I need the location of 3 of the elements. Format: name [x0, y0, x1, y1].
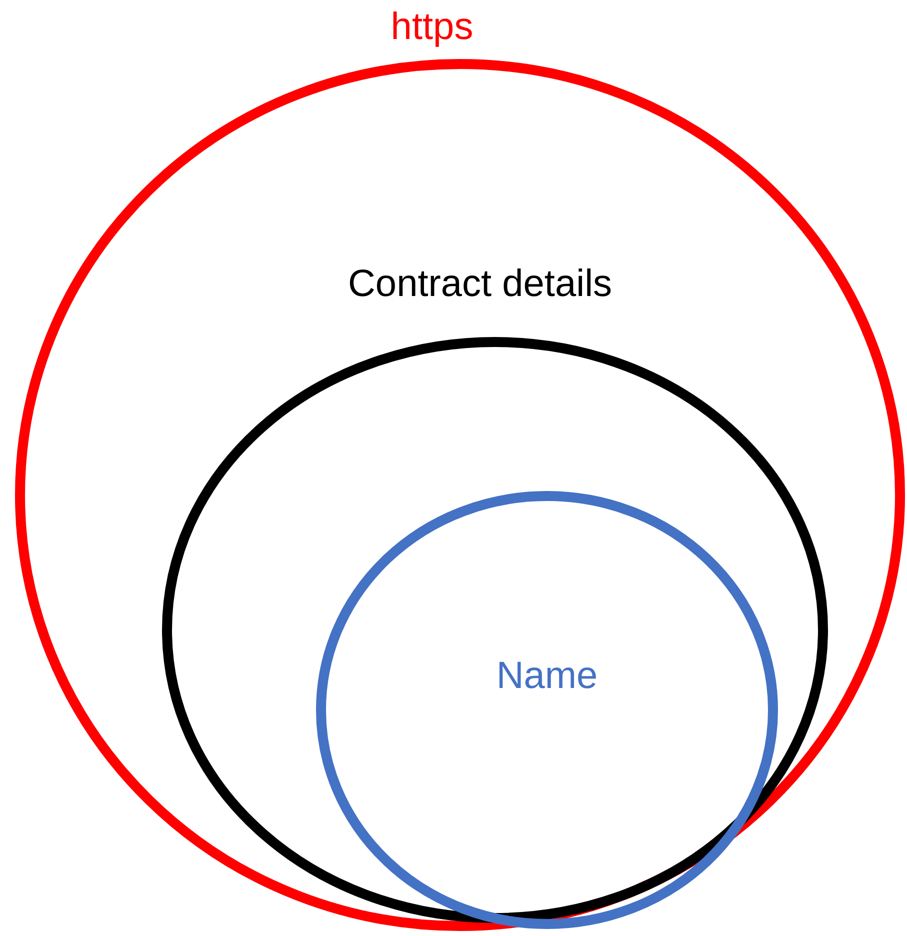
circle-label: Name	[496, 654, 598, 698]
circle-label: Contract details	[348, 262, 612, 306]
circle-label: https	[390, 5, 474, 49]
